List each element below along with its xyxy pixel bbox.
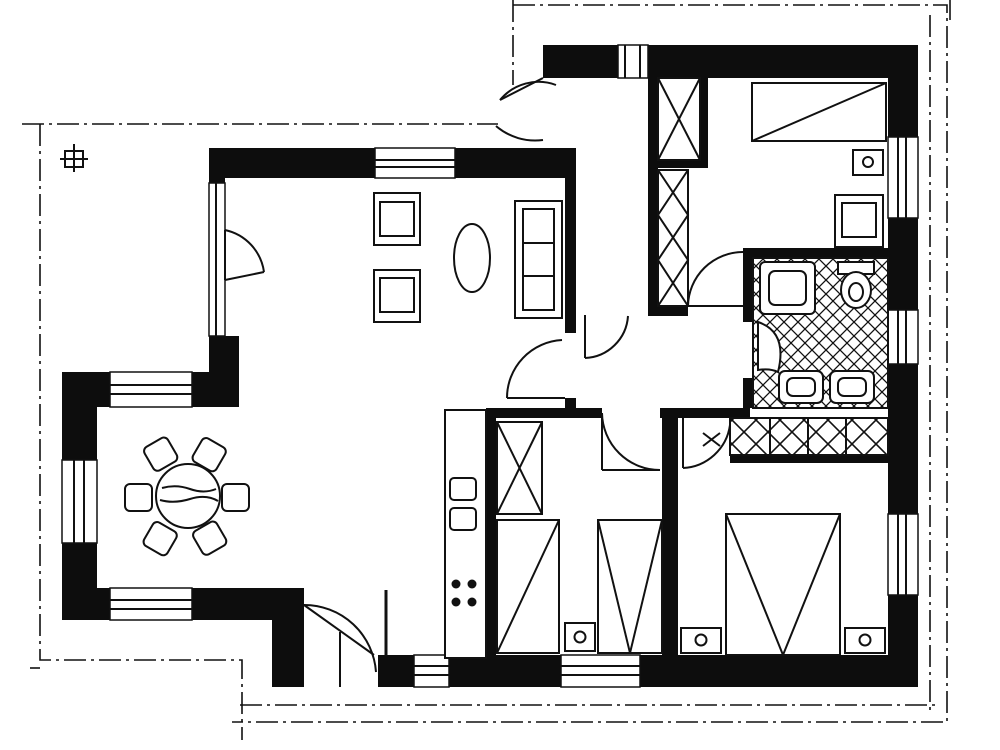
armchair <box>373 269 421 323</box>
toilet <box>837 261 875 309</box>
terrace-post <box>60 144 88 172</box>
sink <box>449 477 477 501</box>
door <box>505 339 565 399</box>
window <box>109 587 193 621</box>
chair <box>124 483 153 512</box>
bed <box>751 82 887 142</box>
window <box>887 136 919 219</box>
window <box>560 654 641 688</box>
window <box>887 309 919 365</box>
shower-curtain <box>757 320 782 374</box>
sofa <box>514 200 563 319</box>
chair <box>191 437 227 473</box>
exterior-walls <box>62 45 918 687</box>
bathroom <box>752 257 889 409</box>
oval-table <box>453 223 491 293</box>
window <box>61 459 98 544</box>
washbasin <box>778 370 824 404</box>
doors <box>224 77 744 687</box>
door <box>682 418 731 469</box>
stove <box>451 579 477 607</box>
door <box>303 603 377 687</box>
wardrobe <box>657 77 701 161</box>
bedroom-3-furniture <box>680 417 889 656</box>
window <box>109 371 193 408</box>
window <box>374 147 456 179</box>
window <box>208 182 226 337</box>
window <box>887 513 919 596</box>
dining-set <box>124 436 250 557</box>
nightstand <box>564 622 596 652</box>
nightstand <box>852 149 884 176</box>
nightstand <box>680 627 722 654</box>
wardrobe <box>496 421 543 515</box>
wardrobe <box>729 417 889 456</box>
bed <box>597 519 663 654</box>
chair <box>221 483 250 512</box>
double-bed <box>725 513 841 656</box>
entrance-door <box>495 77 557 142</box>
bed <box>496 519 560 654</box>
bedroom-2-furniture <box>496 421 663 654</box>
door <box>601 412 661 471</box>
nightstand <box>844 627 886 654</box>
window <box>617 44 649 79</box>
window <box>413 654 450 688</box>
windows <box>61 44 919 688</box>
armchair <box>373 192 421 246</box>
living-room-furniture <box>373 192 563 323</box>
interior-walls <box>486 78 888 658</box>
sink <box>449 507 477 531</box>
hall-wardrobe <box>656 169 690 307</box>
chair <box>143 436 179 472</box>
chair <box>192 520 228 556</box>
bedroom-1-furniture <box>657 77 887 248</box>
table-cloth-pattern <box>159 485 219 503</box>
washbasin <box>829 370 875 404</box>
door <box>687 251 744 307</box>
chair <box>142 521 178 557</box>
door <box>584 315 629 359</box>
round-table <box>155 463 221 529</box>
door <box>224 229 265 281</box>
kitchen-counter <box>444 409 487 659</box>
terrace-outline <box>22 0 951 740</box>
armchair <box>834 194 884 248</box>
